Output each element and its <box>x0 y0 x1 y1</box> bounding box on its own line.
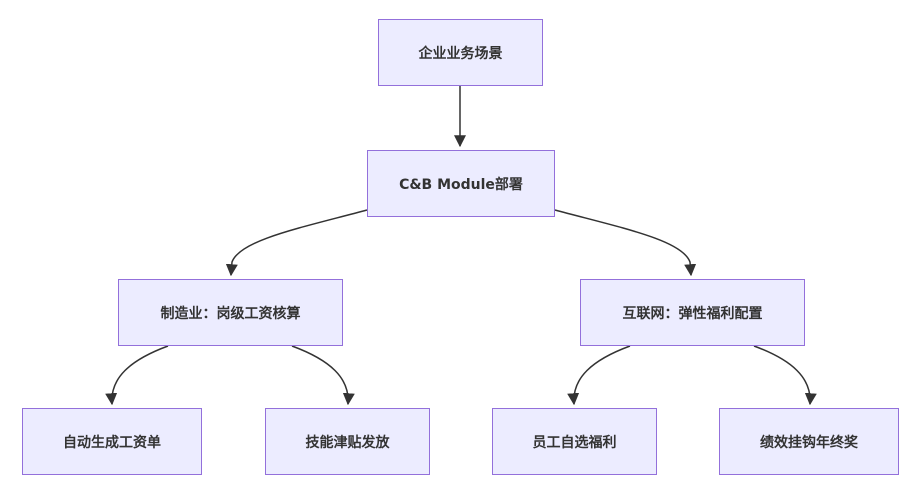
node-label: 企业业务场景 <box>418 45 503 62</box>
node-enterprise-scenarios: 企业业务场景 <box>378 19 543 86</box>
node-performance-bonus: 绩效挂钩年终奖 <box>719 408 899 475</box>
node-self-selected-benefits: 员工自选福利 <box>492 408 657 475</box>
node-skill-allowance: 技能津贴发放 <box>265 408 430 475</box>
node-label: C&B Module部署 <box>399 176 523 193</box>
node-internet: 互联网：弹性福利配置 <box>580 279 805 346</box>
edge-internet-to-performance-bonus <box>753 345 817 406</box>
node-label: 员工自选福利 <box>532 434 617 451</box>
node-label: 绩效挂钩年终奖 <box>760 434 858 451</box>
edge-cb-to-manufacturing <box>225 209 368 277</box>
node-label: 制造业：岗级工资核算 <box>160 305 301 322</box>
node-manufacturing: 制造业：岗级工资核算 <box>118 279 343 346</box>
edge-internet-to-self-benefits <box>567 345 631 406</box>
edge-manufacturing-to-skill-allowance <box>291 345 355 406</box>
edge-manufacturing-to-auto-payroll <box>105 345 169 406</box>
node-cb-module-deployment: C&B Module部署 <box>367 150 555 217</box>
node-auto-payroll: 自动生成工资单 <box>22 408 202 475</box>
node-label: 自动生成工资单 <box>63 434 161 451</box>
edge-cb-to-internet <box>554 209 697 277</box>
node-label: 互联网：弹性福利配置 <box>622 305 763 322</box>
node-label: 技能津贴发放 <box>305 434 390 451</box>
